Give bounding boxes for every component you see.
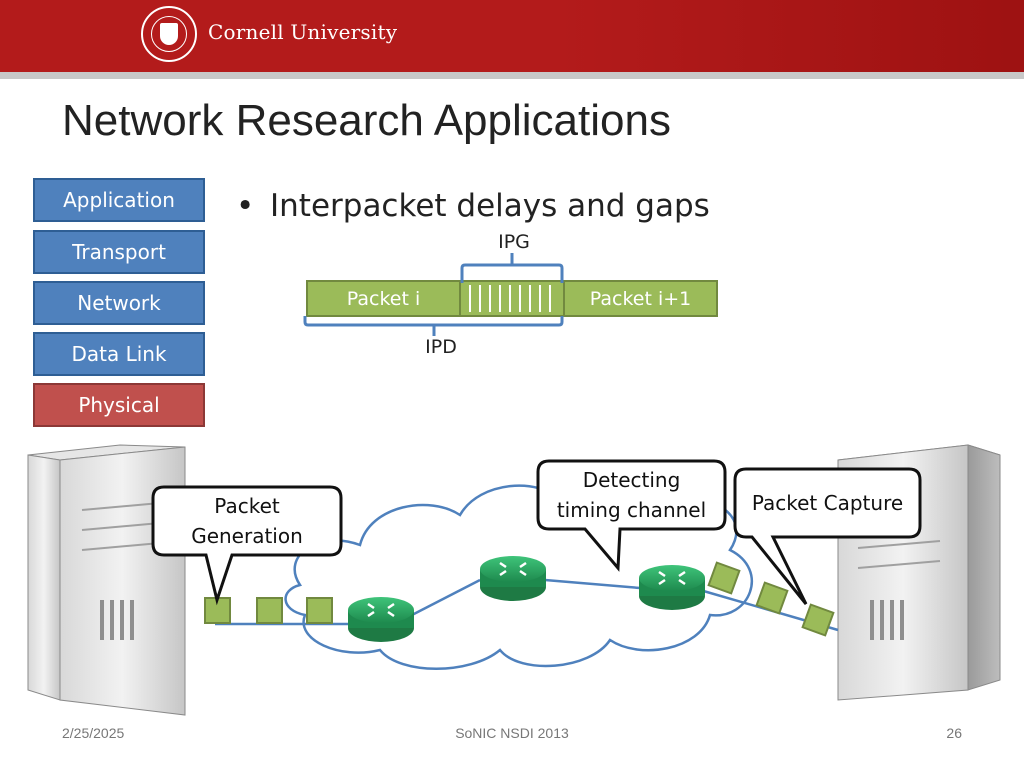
callout-capture-text: Packet Capture bbox=[751, 491, 904, 515]
layer-application: Application bbox=[33, 178, 205, 222]
left-server-icon bbox=[27, 444, 186, 716]
ipg-label: IPG bbox=[498, 231, 530, 253]
callout-detecting bbox=[536, 459, 727, 572]
gap-box bbox=[459, 280, 565, 317]
page-number: 26 bbox=[946, 725, 962, 741]
bullet-text: Interpacket delays and gaps bbox=[270, 188, 710, 224]
callout-detecting-text: Detecting timing channel bbox=[556, 468, 707, 522]
packet-i-label: Packet i bbox=[346, 287, 421, 310]
footer-date: 2/25/2025 bbox=[62, 725, 125, 741]
packet-squares bbox=[204, 561, 835, 637]
layer-physical: Physical bbox=[33, 383, 205, 427]
callout-generation-text: Packet Generation bbox=[191, 494, 303, 548]
packet-i-box bbox=[306, 280, 461, 317]
router-icon bbox=[348, 597, 414, 642]
packet-timeline bbox=[303, 253, 718, 336]
university-seal-icon bbox=[141, 6, 197, 62]
layer-data-link: Data Link bbox=[33, 332, 205, 376]
ipd-label: IPD bbox=[425, 336, 457, 358]
router-icon bbox=[639, 565, 705, 610]
packet-i1-label: Packet i+1 bbox=[589, 287, 692, 310]
callout-capture bbox=[733, 467, 922, 605]
header-stripe bbox=[0, 72, 1024, 79]
page-title: Network Research Applications bbox=[62, 96, 671, 145]
brand-name: Cornell University bbox=[208, 20, 398, 44]
packet-i1-box bbox=[563, 280, 718, 317]
layer-transport: Transport bbox=[33, 230, 205, 274]
layer-network: Network bbox=[33, 281, 205, 325]
gap-idle-ticks bbox=[469, 285, 551, 312]
bullet-item: •Interpacket delays and gaps bbox=[236, 188, 710, 224]
footer-center: SoNIC NSDI 2013 bbox=[455, 725, 569, 741]
ipd-bracket bbox=[303, 316, 564, 327]
router-icon bbox=[480, 556, 546, 601]
callout-generation bbox=[151, 485, 343, 606]
